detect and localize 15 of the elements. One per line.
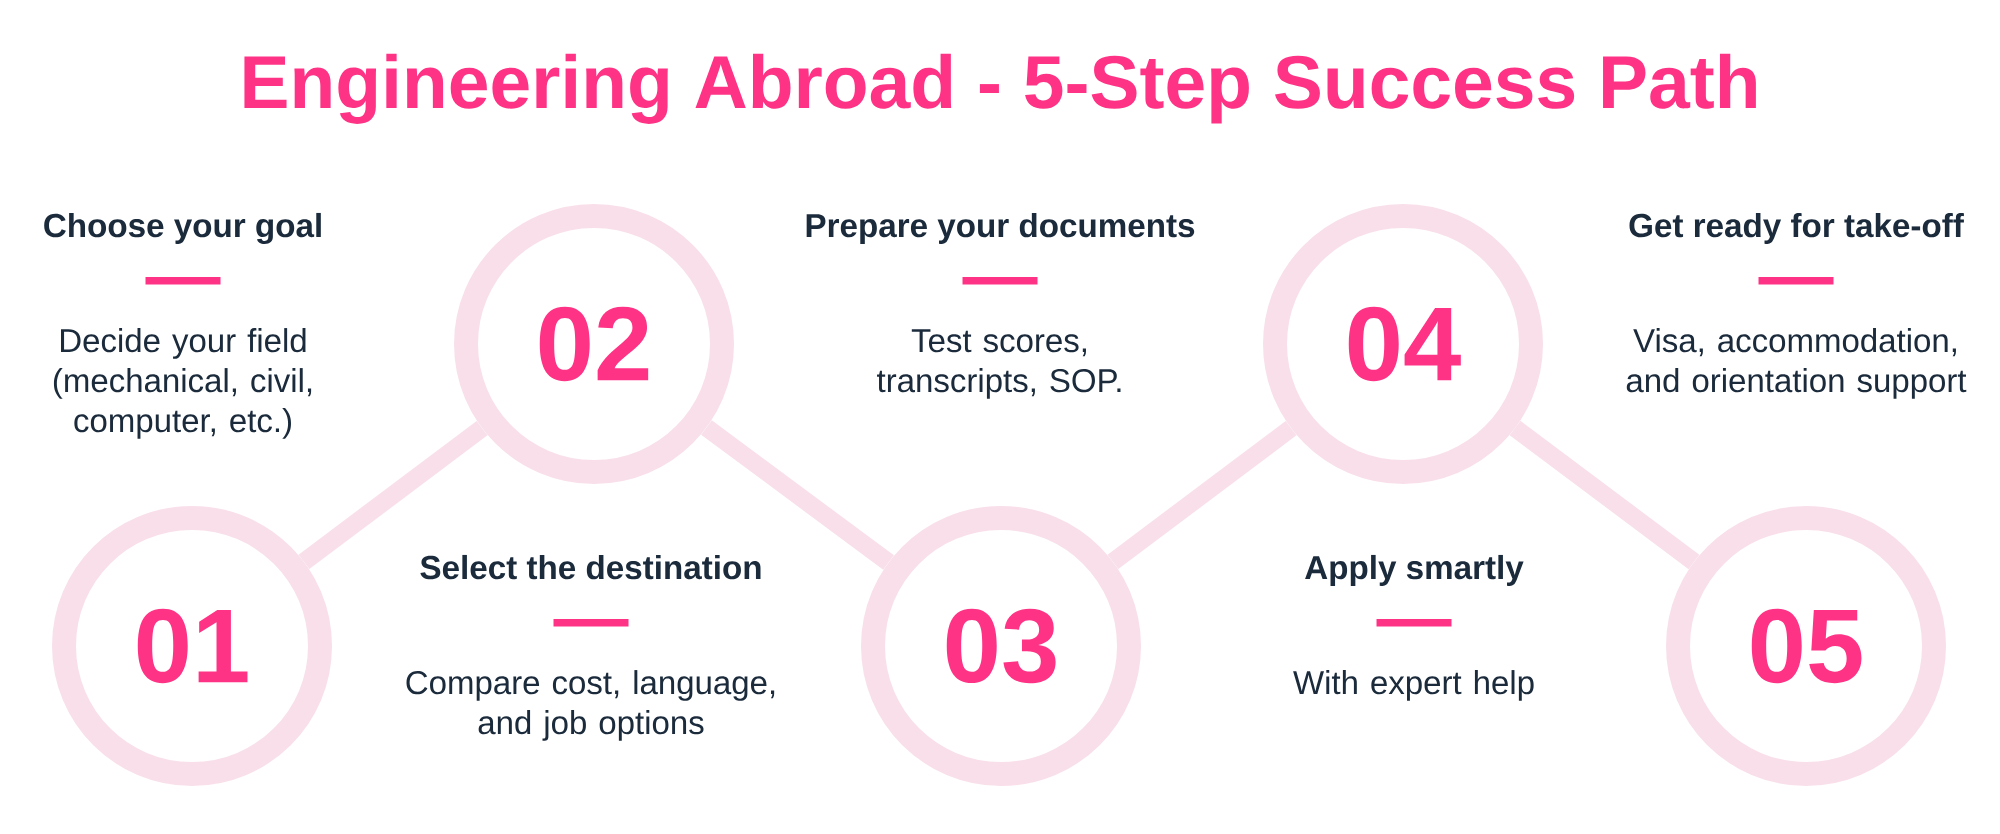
step-heading: Prepare your documents — [806, 212, 1195, 244]
step-description: Decide your field (mechanical, civil, computer, etc.) — [53, 328, 312, 439]
step-heading: Get ready for take-off — [1629, 212, 1964, 244]
step-description: Visa, accommodation, and orientation support — [1626, 328, 1967, 399]
step-description: Test scores, transcripts, SOP. — [877, 329, 1121, 399]
step-heading: Select the destination — [420, 554, 761, 580]
title: Engineering Abroad - 5-Step Success Path — [244, 53, 1756, 124]
step-heading: Choose your goal — [44, 212, 321, 245]
step-description: With expert help — [1293, 670, 1534, 701]
connector-line — [701, 420, 894, 570]
step-description: Compare cost, language, and job options — [406, 670, 775, 741]
connector-line — [1509, 420, 1700, 570]
step-heading: Apply smartly — [1305, 554, 1524, 586]
connector-line — [298, 420, 488, 570]
connector-line — [1107, 420, 1297, 570]
